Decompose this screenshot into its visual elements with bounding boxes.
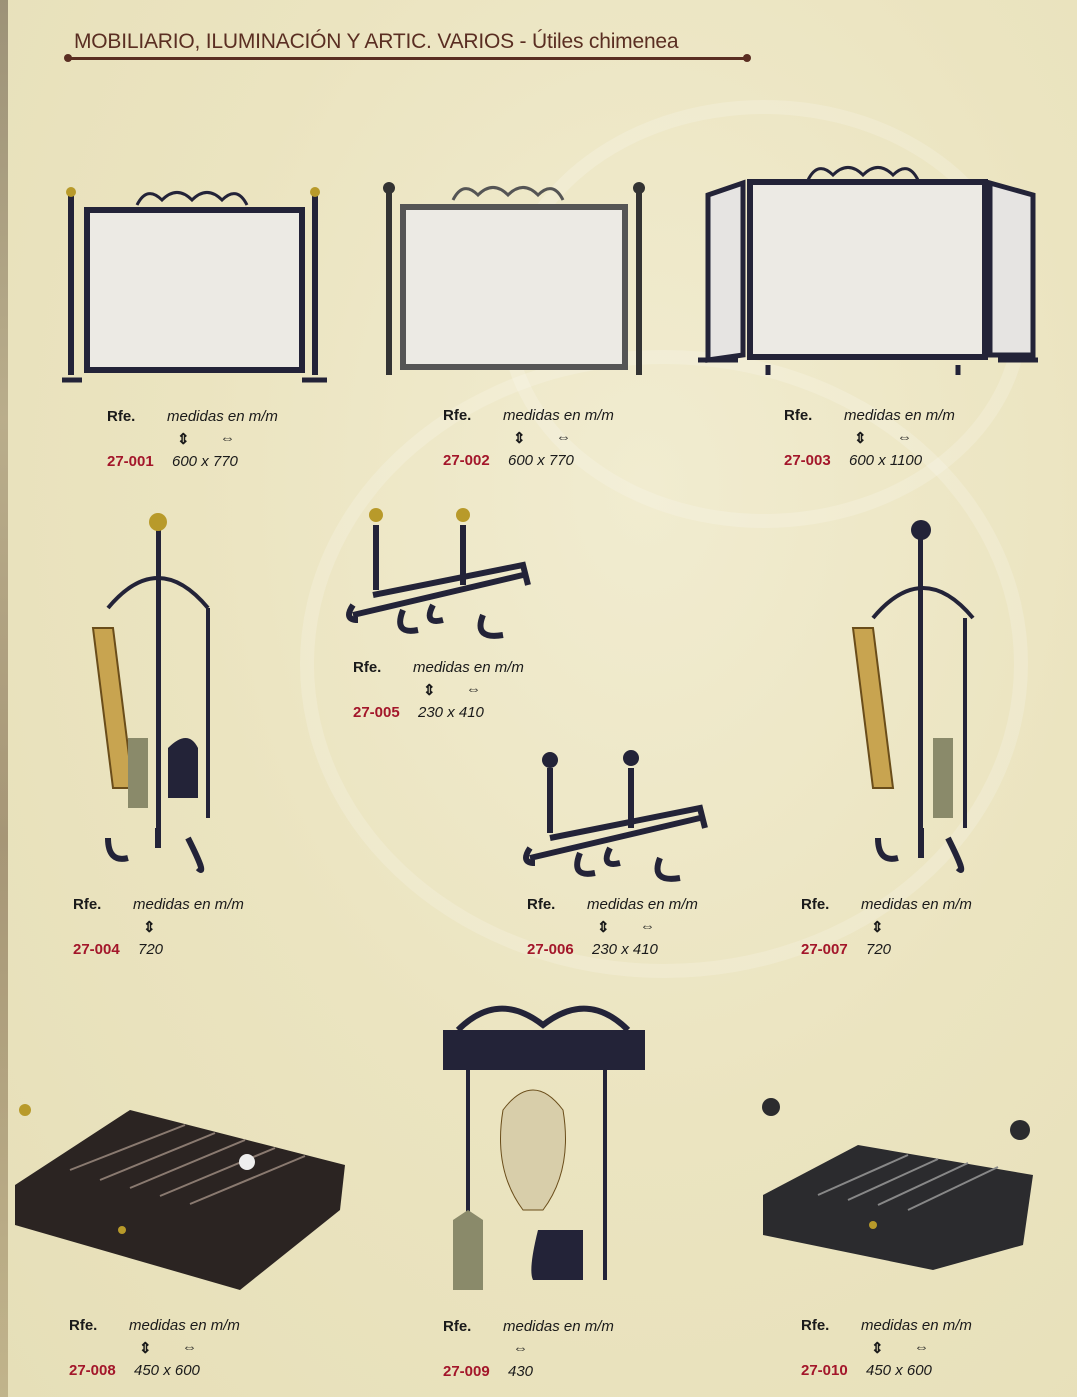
product-label-27-010: Rfe. medidas en m/m ⇕ ⇔ 27-010 450 x 600: [801, 1317, 1061, 1387]
page-edge: [0, 0, 8, 1397]
measures-label: medidas en m/m: [844, 407, 955, 424]
rfe-label: Rfe.: [69, 1317, 98, 1334]
product-label-27-007: Rfe. medidas en m/m ⇕ 27-007 720: [801, 896, 1061, 966]
measures-label: medidas en m/m: [167, 408, 278, 425]
height-arrow-icon: ⇕: [854, 430, 867, 447]
width-arrow-icon: ⇔: [556, 429, 571, 446]
product-size: 720: [866, 941, 892, 958]
product-ref: 27-010: [801, 1362, 848, 1379]
product-label-27-009: Rfe. medidas en m/m ⇔ 27-009 430: [443, 1318, 703, 1388]
rfe-label: Rfe.: [443, 1318, 472, 1335]
product-size: 450 x 600: [134, 1362, 200, 1379]
fire-grate-image: [762, 1098, 1033, 1270]
product-size: 600 x 770: [508, 452, 574, 469]
product-ref: 27-009: [443, 1363, 490, 1380]
product-size: 450 x 600: [866, 1362, 932, 1379]
measures-label: medidas en m/m: [587, 896, 698, 913]
rfe-label: Rfe.: [107, 408, 136, 425]
product-ref: 27-005: [353, 704, 400, 721]
height-arrow-icon: ⇕: [871, 1340, 884, 1357]
width-arrow-icon: ⇔: [513, 1340, 528, 1357]
width-arrow-icon: ⇔: [466, 681, 481, 698]
width-arrow-icon: ⇔: [640, 918, 655, 935]
height-arrow-icon: ⇕: [177, 431, 190, 448]
rfe-label: Rfe.: [784, 407, 813, 424]
measures-label: medidas en m/m: [861, 896, 972, 913]
height-arrow-icon: ⇕: [143, 919, 156, 936]
rfe-label: Rfe.: [801, 896, 830, 913]
height-arrow-icon: ⇕: [871, 919, 884, 936]
width-arrow-icon: ⇔: [897, 429, 912, 446]
measures-label: medidas en m/m: [503, 407, 614, 424]
product-size: 600 x 770: [172, 453, 238, 470]
product-label-27-006: Rfe. medidas en m/m ⇕ ⇔ 27-006 230 x 410: [527, 896, 787, 966]
folding-fire-screen-image: [698, 166, 1038, 375]
rule-dot: [64, 54, 72, 62]
width-arrow-icon: ⇔: [914, 1339, 929, 1356]
product-ref: 27-002: [443, 452, 490, 469]
height-arrow-icon: ⇕: [597, 919, 610, 936]
product-label-27-004: Rfe. medidas en m/m ⇕ 27-004 720: [73, 896, 333, 966]
andirons-image: [346, 508, 531, 639]
rfe-label: Rfe.: [443, 407, 472, 424]
product-label-27-005: Rfe. medidas en m/m ⇕ ⇔ 27-005 230 x 410: [353, 659, 613, 729]
width-arrow-icon: ⇔: [220, 430, 235, 447]
measures-label: medidas en m/m: [861, 1317, 972, 1334]
product-size: 720: [138, 941, 164, 958]
wall-tool-rack-image: [443, 1005, 645, 1290]
product-label-27-002: Rfe. medidas en m/m ⇕ ⇔ 27-002 600 x 770: [443, 407, 703, 477]
product-ref: 27-001: [107, 453, 154, 470]
rfe-label: Rfe.: [73, 896, 102, 913]
height-arrow-icon: ⇕: [513, 430, 526, 447]
rfe-label: Rfe.: [353, 659, 382, 676]
fireplace-tool-set-image: [851, 520, 975, 873]
fireplace-tool-set-image: [91, 513, 210, 873]
measures-label: medidas en m/m: [129, 1317, 240, 1334]
title-underline: [68, 57, 748, 60]
product-size: 230 x 410: [592, 941, 658, 958]
product-ref: 27-008: [69, 1362, 116, 1379]
height-arrow-icon: ⇕: [139, 1340, 152, 1357]
product-label-27-001: Rfe. medidas en m/m ⇕ ⇔ 27-001 600 x 770: [107, 408, 367, 478]
measures-label: medidas en m/m: [503, 1318, 614, 1335]
rfe-label: Rfe.: [527, 896, 556, 913]
product-label-27-008: Rfe. medidas en m/m ⇕ ⇔ 27-008 450 x 600: [69, 1317, 329, 1387]
rule-dot: [743, 54, 751, 62]
product-size: 430: [508, 1363, 534, 1380]
product-ref: 27-004: [73, 941, 120, 958]
fire-screen-image: [62, 187, 327, 383]
product-size: 230 x 410: [418, 704, 484, 721]
product-ref: 27-006: [527, 941, 574, 958]
rfe-label: Rfe.: [801, 1317, 830, 1334]
fire-grate-image: [15, 1104, 345, 1290]
page-title: MOBILIARIO, ILUMINACIÓN Y ARTIC. VARIOS …: [74, 30, 679, 53]
product-label-27-003: Rfe. medidas en m/m ⇕ ⇔ 27-003 600 x 110…: [784, 407, 1044, 477]
product-ref: 27-007: [801, 941, 848, 958]
fire-screen-image: [383, 182, 645, 375]
product-ref: 27-003: [784, 452, 831, 469]
height-arrow-icon: ⇕: [423, 682, 436, 699]
product-size: 600 x 1100: [849, 452, 923, 469]
width-arrow-icon: ⇔: [182, 1339, 197, 1356]
measures-label: medidas en m/m: [413, 659, 524, 676]
andirons-image: [523, 750, 708, 882]
measures-label: medidas en m/m: [133, 896, 244, 913]
